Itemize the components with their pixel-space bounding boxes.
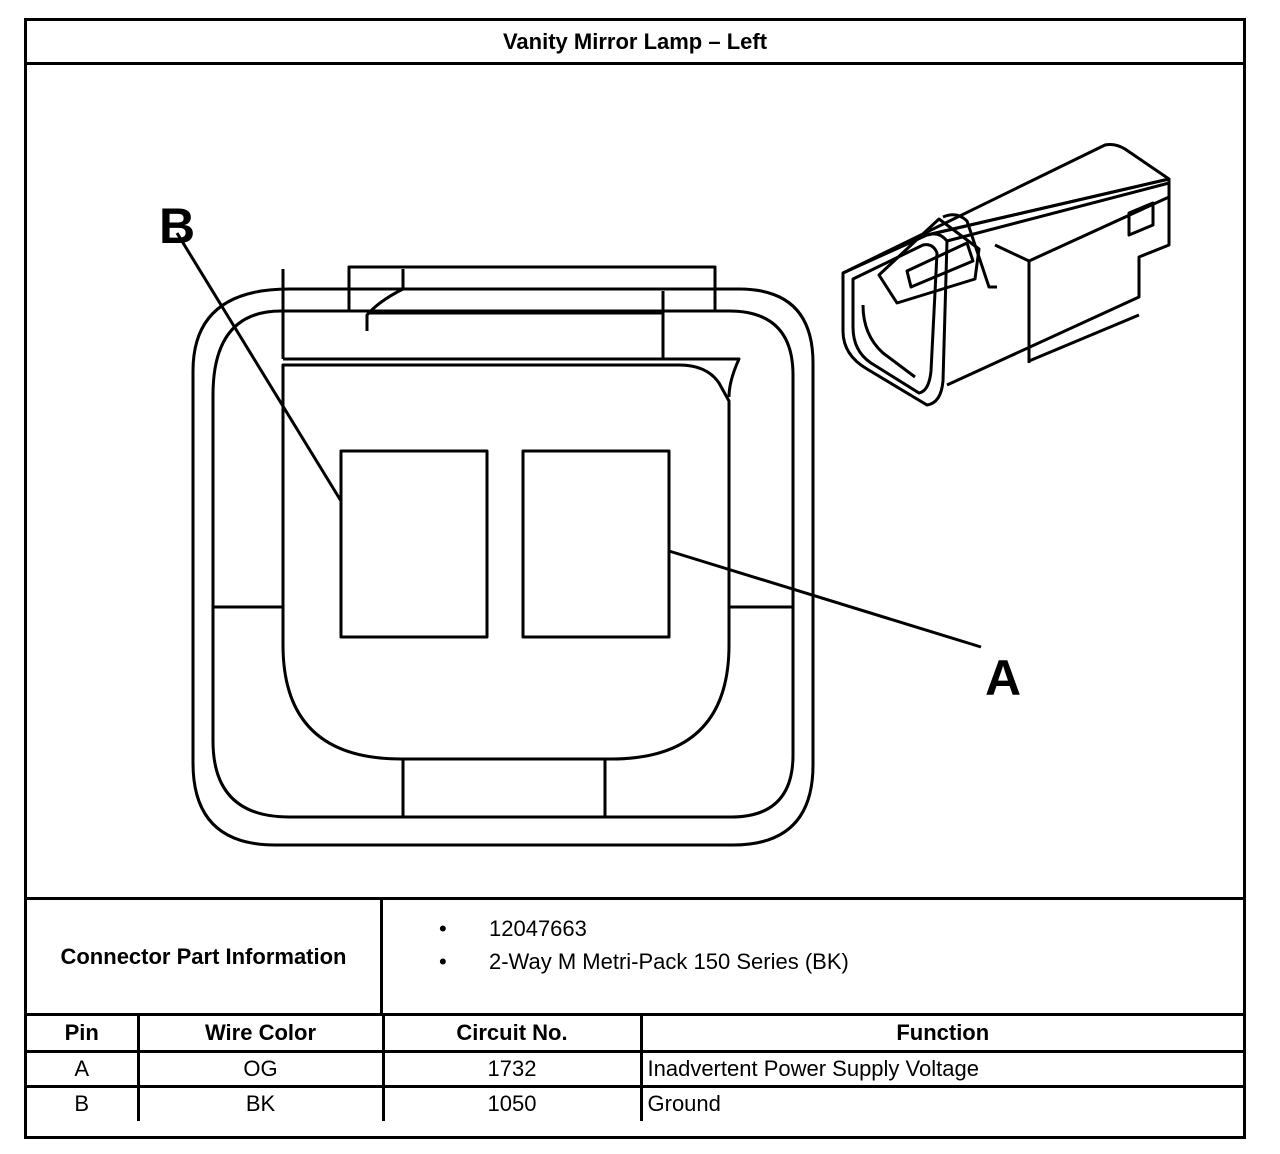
pin-table-header: Pin Wire Color Circuit No. Function: [27, 1016, 1243, 1053]
table-row: A OG 1732 Inadvertent Power Supply Volta…: [27, 1049, 1243, 1088]
cell-circuit-no: 1732: [381, 1049, 643, 1088]
connector-part-info: Connector Part Information 12047663 2-Wa…: [27, 897, 1243, 1016]
sheet-title: Vanity Mirror Lamp – Left: [27, 21, 1243, 65]
callout-a: A: [985, 650, 1021, 706]
connector-face-outline: [175, 232, 982, 847]
part-number-item: 12047663: [383, 912, 1243, 945]
pin-table: Pin Wire Color Circuit No. Function A OG…: [27, 1016, 1243, 1121]
cell-pin: B: [27, 1084, 140, 1121]
connector-part-info-list: 12047663 2-Way M Metri-Pack 150 Series (…: [383, 900, 1243, 1025]
table-row: B BK 1050 Ground: [27, 1084, 1243, 1121]
connector-series-item: 2-Way M Metri-Pack 150 Series (BK): [383, 945, 1243, 978]
connector-face-view: B A: [159, 143, 1171, 847]
header-function: Function: [639, 1016, 1243, 1053]
connector-part-info-label: Connector Part Information: [27, 900, 383, 1013]
cavity-b: [339, 449, 489, 639]
connector-isometric-view: [841, 143, 1171, 407]
header-wire-color: Wire Color: [136, 1016, 385, 1053]
cell-function: Inadvertent Power Supply Voltage: [639, 1049, 1243, 1088]
leader-a: [668, 549, 982, 649]
cell-pin: A: [27, 1049, 140, 1088]
header-pin: Pin: [27, 1016, 140, 1053]
cell-wire-color: OG: [136, 1049, 385, 1088]
cavity-a: [521, 449, 671, 639]
header-circuit-no: Circuit No.: [381, 1016, 643, 1053]
callout-b: B: [159, 198, 195, 254]
cell-function: Ground: [639, 1084, 1243, 1121]
leader-b: [175, 232, 343, 502]
cell-wire-color: BK: [136, 1084, 385, 1121]
connector-drawing: B A: [27, 65, 1243, 897]
connector-sheet: Vanity Mirror Lamp – Left: [24, 18, 1246, 1139]
cell-circuit-no: 1050: [381, 1084, 643, 1121]
